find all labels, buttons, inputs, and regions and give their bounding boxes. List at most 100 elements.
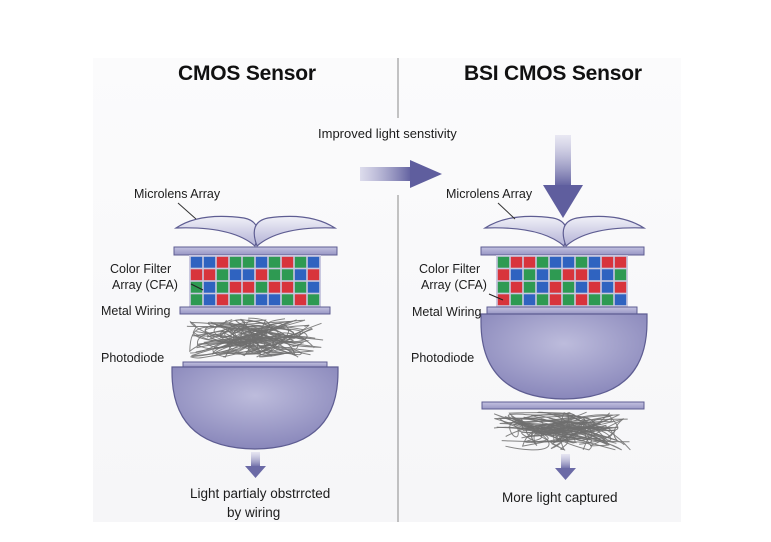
cfa-cell-blue	[190, 256, 203, 268]
cfa-cell-blue	[601, 281, 614, 293]
cfa-cell-red	[562, 269, 575, 281]
cfa-cell-red	[614, 256, 627, 268]
cfa-cell-blue	[614, 294, 627, 306]
label-cfa-left-1: Color Filter	[110, 262, 172, 276]
cfa-cell-green	[549, 269, 562, 281]
cfa-cell-green	[268, 256, 281, 268]
cfa-cell-green	[190, 294, 203, 306]
cfa-cell-green	[281, 294, 294, 306]
label-cfa-left-2: Array (CFA)	[112, 278, 178, 292]
cfa-cell-green	[536, 256, 549, 268]
cfa-cell-green	[216, 269, 229, 281]
metal-wiring	[493, 411, 631, 451]
cfa-cell-blue	[549, 256, 562, 268]
cfa-cell-red	[307, 269, 320, 281]
label-photodiode-left: Photodiode	[101, 351, 165, 365]
cmos-sensor-illustration	[171, 202, 339, 478]
cfa-cell-red	[549, 294, 562, 306]
cfa-cell-green	[523, 269, 536, 281]
wire-strand	[207, 319, 308, 343]
cfa-cell-green	[268, 269, 281, 281]
cfa-cell-blue	[575, 281, 588, 293]
cfa-cell-blue	[510, 269, 523, 281]
wire-strand	[538, 411, 607, 444]
cfa-cell-red	[614, 281, 627, 293]
label-photodiode-right: Photodiode	[411, 351, 475, 365]
cfa-cell-red	[588, 281, 601, 293]
cfa-cell-blue	[588, 269, 601, 281]
wire-strand	[530, 414, 631, 451]
label-microlens-left: Microlens Array	[134, 187, 221, 201]
cfa-cell-red	[203, 269, 216, 281]
cfa-cell-blue	[523, 294, 536, 306]
bottom-plate	[481, 401, 645, 410]
cfa-cell-red	[294, 294, 307, 306]
cfa-cell-blue	[536, 269, 549, 281]
top-plate	[173, 246, 338, 256]
caption-right: More light captured	[502, 490, 618, 505]
cfa-cell-red	[229, 281, 242, 293]
cfa-leader	[488, 293, 504, 301]
label-cfa-right-1: Color Filter	[419, 262, 481, 276]
cfa-cell-blue	[536, 281, 549, 293]
label-metal-wiring-left: Metal Wiring	[101, 304, 171, 318]
caption-left-line2: by wiring	[227, 505, 281, 520]
wire-strand	[499, 418, 625, 439]
color-filter-array	[189, 255, 321, 307]
label-cfa-right-2: Array (CFA)	[421, 278, 487, 292]
cfa-cell-green	[229, 294, 242, 306]
cfa-cell-blue	[562, 256, 575, 268]
arrow-down-icon	[543, 135, 583, 218]
cfa-cell-green	[601, 294, 614, 306]
wire-strand	[513, 414, 612, 443]
cfa-cell-blue	[229, 269, 242, 281]
cfa-leader	[190, 283, 204, 291]
transition-label: Improved light senstivity	[318, 126, 457, 141]
bsi-cmos-title: BSI CMOS Sensor	[464, 62, 642, 85]
cfa-cell-green	[497, 281, 510, 293]
photodiode	[480, 313, 648, 400]
cfa-cell-green	[497, 256, 510, 268]
cfa-cell-green	[523, 281, 536, 293]
photodiode	[171, 366, 339, 450]
cfa-cell-red	[281, 256, 294, 268]
wiring-plate	[486, 306, 638, 315]
cfa-cell-green	[294, 281, 307, 293]
cfa-cell-red	[510, 256, 523, 268]
cfa-cell-red	[510, 281, 523, 293]
cfa-cell-green	[307, 294, 320, 306]
cfa-cell-red	[497, 269, 510, 281]
cfa-cell-red	[575, 269, 588, 281]
arrow-down-icon	[555, 454, 576, 480]
top-plate	[480, 246, 645, 256]
cfa-cell-blue	[588, 256, 601, 268]
cfa-cell-green	[510, 294, 523, 306]
wire-strand	[191, 322, 322, 354]
cfa-cell-green	[614, 269, 627, 281]
cfa-cell-red	[601, 256, 614, 268]
photodiode-cap	[182, 361, 328, 368]
cfa-cell-green	[255, 281, 268, 293]
cfa-cell-red	[268, 281, 281, 293]
cfa-cell-blue	[307, 281, 320, 293]
cfa-cell-blue	[203, 256, 216, 268]
wiring-plate	[179, 306, 331, 315]
cfa-cell-green	[562, 294, 575, 306]
microlens-array	[482, 215, 647, 248]
cfa-cell-red	[281, 281, 294, 293]
arrow-down-icon	[245, 452, 266, 478]
cfa-cell-blue	[242, 269, 255, 281]
cfa-cell-green	[281, 269, 294, 281]
cfa-cell-green	[216, 281, 229, 293]
cfa-cell-green	[242, 256, 255, 268]
wire-strand	[222, 336, 297, 357]
cfa-cell-blue	[268, 294, 281, 306]
cfa-cell-green	[562, 281, 575, 293]
cfa-cell-red	[255, 269, 268, 281]
cfa-cell-blue	[203, 294, 216, 306]
cmos-title: CMOS Sensor	[178, 62, 316, 85]
caption-left-line1: Light partialy obstrrcted	[190, 486, 331, 501]
cfa-cell-red	[242, 281, 255, 293]
cfa-cell-red	[523, 256, 536, 268]
